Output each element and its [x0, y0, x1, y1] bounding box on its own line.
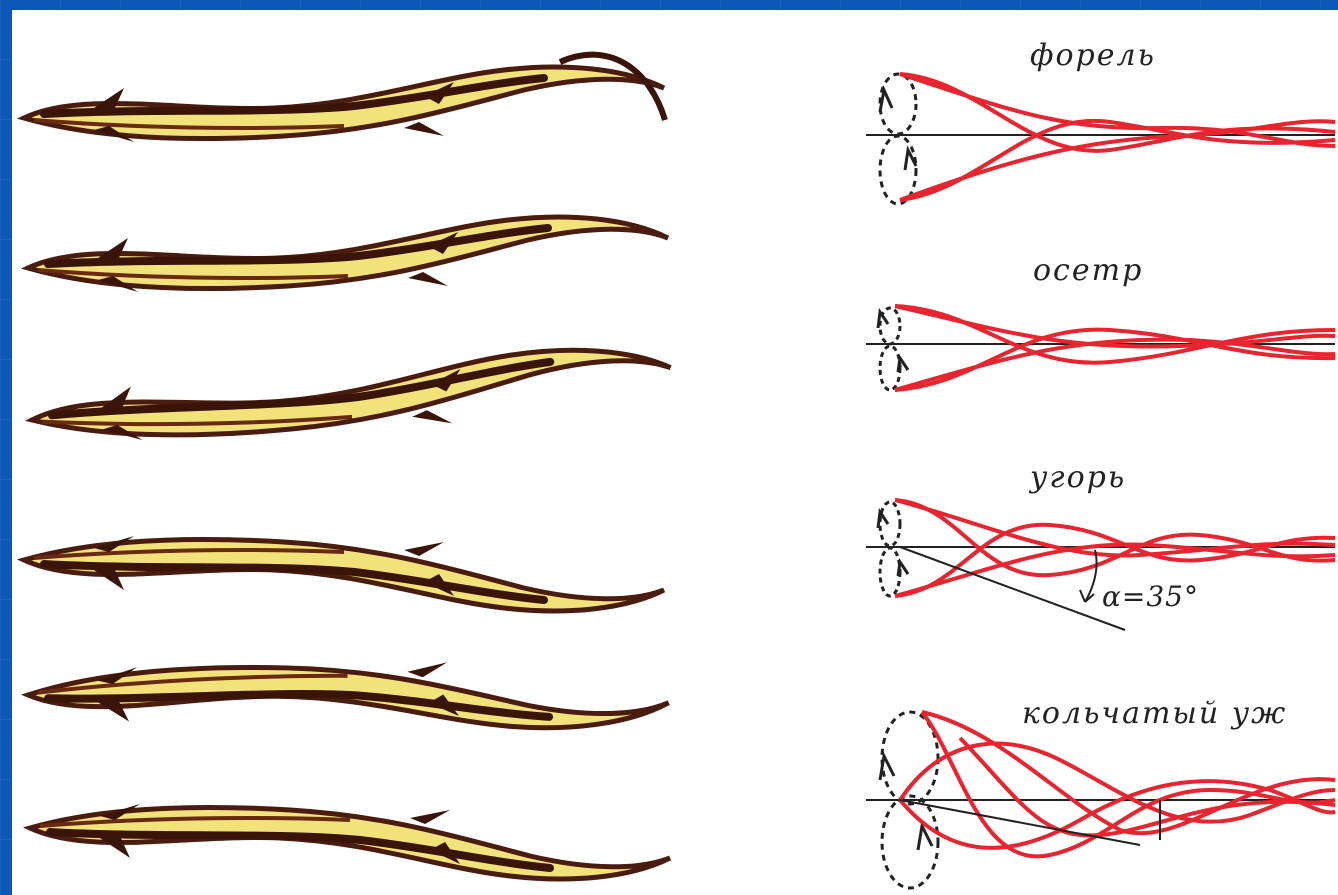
fish-illustration: [30, 347, 672, 444]
label-eel: угорь: [1030, 460, 1126, 495]
label-sturgeon: осетр: [1033, 253, 1143, 288]
fish-illustration: [30, 804, 670, 879]
fish-illustration: [24, 536, 664, 611]
fish-illustration: [24, 55, 665, 142]
angle-label: α=35°: [1102, 580, 1199, 613]
wave-diagram-sturgeon: [866, 306, 1335, 390]
fish-illustration: [27, 649, 669, 746]
label-trout: форель: [1030, 38, 1156, 73]
fish-illustration: [28, 217, 668, 292]
wave-diagram-trout: [866, 74, 1335, 204]
wave-diagram-eel: [866, 500, 1335, 630]
label-snake: кольчатый уж: [1022, 696, 1287, 731]
wave-diagram-snake: [866, 712, 1335, 888]
